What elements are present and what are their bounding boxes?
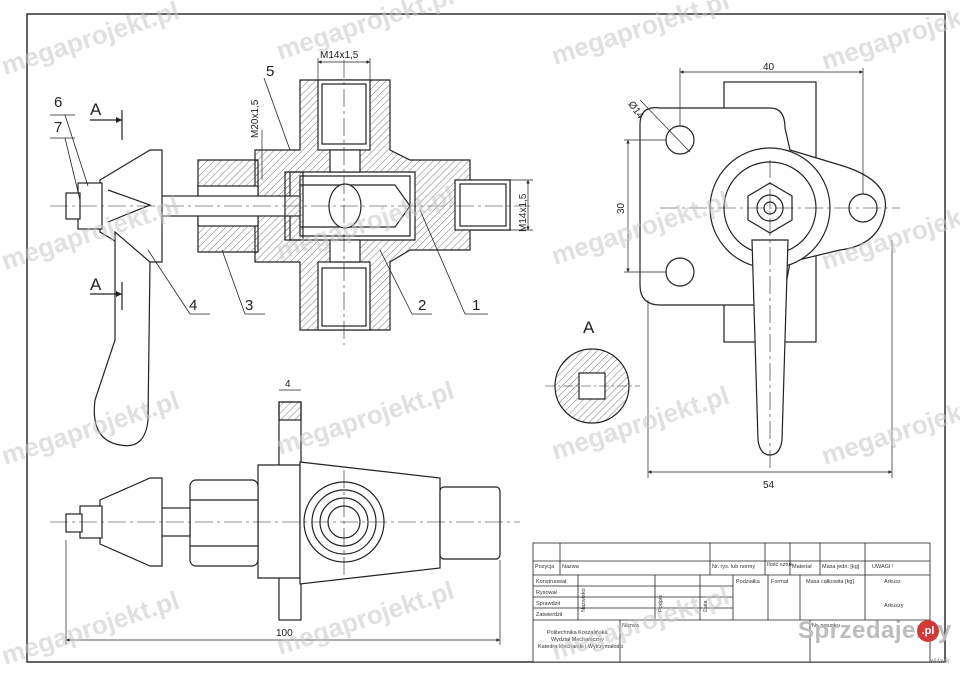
tb-row-sprawdzil: Sprawdził — [536, 601, 561, 607]
part-label-4: 4 — [189, 297, 197, 314]
tb-format: Format — [771, 579, 789, 585]
tb-header-uwagi: UWAGI ! — [872, 564, 894, 570]
side-dimensions — [624, 68, 893, 478]
part-label-7: 7 — [54, 119, 62, 136]
tb-arkuszy: Arkuszy — [884, 603, 904, 609]
tb-masa-calkowita: Masa całkowita [kg] — [806, 579, 854, 585]
tb-header-pozycja: Pozycja — [535, 564, 555, 570]
tb-vertical-podpis: Podpis — [658, 595, 664, 612]
dim-length-100: 100 — [276, 628, 293, 639]
side-view — [639, 81, 900, 470]
section-label-a-view: A — [583, 318, 595, 337]
tb-header-material: Materiał — [792, 564, 812, 570]
section-label-a-top: A — [90, 100, 102, 119]
front-section-view — [50, 60, 530, 447]
tb-row-zatwierdzil: Zatwierdził — [536, 612, 563, 618]
part-label-2: 2 — [418, 297, 426, 314]
tb-school-3: Katedra Mechaniki i Wytrzymałości — [538, 644, 623, 650]
watermark-text: megaprojekt.pl — [273, 0, 458, 66]
tb-podzialka: Podziałka — [736, 579, 761, 585]
sheet-border — [26, 13, 946, 663]
part-label-3: 3 — [245, 297, 253, 314]
dim-thread-top: M14x1,5 — [320, 50, 359, 61]
dim-thread-right: M14x1,5 — [518, 193, 529, 232]
dim-width-54: 54 — [763, 480, 775, 491]
section-a-detail — [545, 348, 640, 424]
tb-nr-rysunku: Nr. rysunku — [812, 623, 840, 629]
image-credit: aMark — [930, 658, 950, 665]
front-dimensions — [261, 58, 533, 231]
section-label-a-bottom: A — [90, 275, 102, 294]
dim-thread-side: M20x1,5 — [250, 99, 261, 138]
tb-header-nazwa: Nazwa — [562, 564, 580, 570]
top-dimensions — [65, 389, 501, 645]
tb-row-konstruowal: Konstruował — [536, 579, 567, 585]
tb-vertical-nazwisko: Nazwisko — [581, 588, 587, 612]
tb-school-2: Wydział Mechaniczny — [551, 637, 604, 643]
watermark-text: megaprojekt.pl — [548, 0, 733, 71]
dim-height-30: 30 — [616, 202, 627, 214]
tb-arkusz: Arkusz — [884, 579, 901, 585]
part-label-1: 1 — [472, 297, 480, 314]
dim-width-40: 40 — [763, 62, 775, 73]
part-label-6: 6 — [54, 94, 62, 111]
part-label-5: 5 — [266, 63, 274, 80]
dim-thickness-4: 4 — [285, 379, 291, 390]
tb-header-nr-rys: Nr. rys. lub normy — [712, 564, 755, 570]
title-block — [532, 542, 931, 663]
part-leaders — [50, 77, 488, 315]
tb-school-1: Politechnika Koszalińska — [547, 630, 608, 636]
tb-header-ilosc: Ilość sztuk — [767, 562, 793, 568]
tb-vertical-data: Data — [703, 599, 709, 612]
brand-logo-badge: .pl — [917, 620, 939, 642]
section-marks — [90, 110, 123, 310]
tb-header-masa-jedn: Masa jedn. [kg] — [822, 564, 860, 570]
watermark-text: megaprojekt.pl — [818, 0, 960, 76]
tb-row-rysowal: Rysował — [536, 590, 558, 596]
watermark-text: megaprojekt.pl — [818, 385, 960, 471]
tb-nazwa: Nazwa — [622, 623, 640, 629]
top-view — [50, 401, 520, 621]
